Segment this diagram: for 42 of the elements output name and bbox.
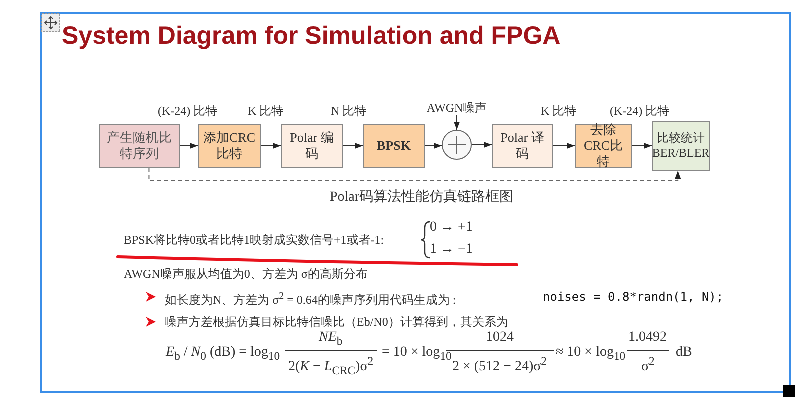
formula-text: = 10 × log$_{10}$ <box>382 345 452 365</box>
arrow <box>424 143 442 149</box>
arrow <box>180 143 198 149</box>
arrow <box>260 143 282 149</box>
process-box: BPSK <box>363 124 425 168</box>
arrow <box>342 143 364 149</box>
mapping-text: 1 → −1 <box>430 242 473 258</box>
formula-text: dB <box>676 345 692 361</box>
arrow <box>632 143 652 149</box>
formula-text: 1.0492 <box>628 330 667 346</box>
formula-text: E$_{b}$ / N$_{0}$ (dB) = log$_{10}$ <box>166 345 280 365</box>
edge-label: (K-24) 比特 <box>157 104 219 118</box>
mapping-text: 0 → +1 <box>430 220 473 236</box>
bullet-text: 噪声方差根据仿真目标比特信噪比（Eb/N0）计算得到，其关系为 <box>165 314 508 330</box>
edge-label: N 比特 <box>330 104 368 118</box>
figure-caption: Polar码算法性能仿真链路框图 <box>330 190 514 206</box>
statement-text: AWGN噪声服从均值为0、方差为 σ的高斯分布 <box>124 266 368 282</box>
formula-text: 2(K − L$_{CRC}$)σ$^{2}$ <box>288 354 374 380</box>
formula-text: NE$_{b}$ <box>319 330 343 350</box>
process-box: 去除CRC比特 <box>575 124 632 168</box>
arrow <box>552 143 576 149</box>
process-box: 添加CRC比特 <box>198 124 261 168</box>
adder-circle <box>442 130 472 160</box>
arrow <box>472 142 492 148</box>
formula-text: ≈ 10 × log$_{10}$ <box>556 345 626 365</box>
arrow <box>454 114 460 130</box>
edge-label: (K-24) 比特 <box>609 104 671 118</box>
formula-text: 2 × (512 − 24)σ$^{2}$ <box>452 354 547 376</box>
formula-text: 1024 <box>486 330 514 346</box>
edge-label: K 比特 <box>247 104 285 118</box>
noise-label: AWGN噪声 <box>424 100 490 115</box>
formula-text: σ$^{2}$ <box>642 354 655 376</box>
process-box: Polar 编码 <box>281 124 343 168</box>
slide-title: System Diagram for Simulation and FPGA <box>62 22 561 51</box>
statement-text: BPSK将比特0或者比特1映射成实数信号+1或者-1: <box>124 232 384 248</box>
process-box: 比较统计BER/BLER <box>652 121 710 171</box>
code-text: noises = 0.8*randn(1, N); <box>543 289 724 305</box>
process-box: 产生随机比特序列 <box>99 124 180 168</box>
edge-label: K 比特 <box>540 104 578 118</box>
bullet-text: 如长度为N、方差为 σ$^{2}$ = 0.64的噪声序列用代码生成为 : <box>165 290 456 308</box>
process-box: Polar 译码 <box>492 124 553 168</box>
feedback-arrow <box>148 168 682 182</box>
